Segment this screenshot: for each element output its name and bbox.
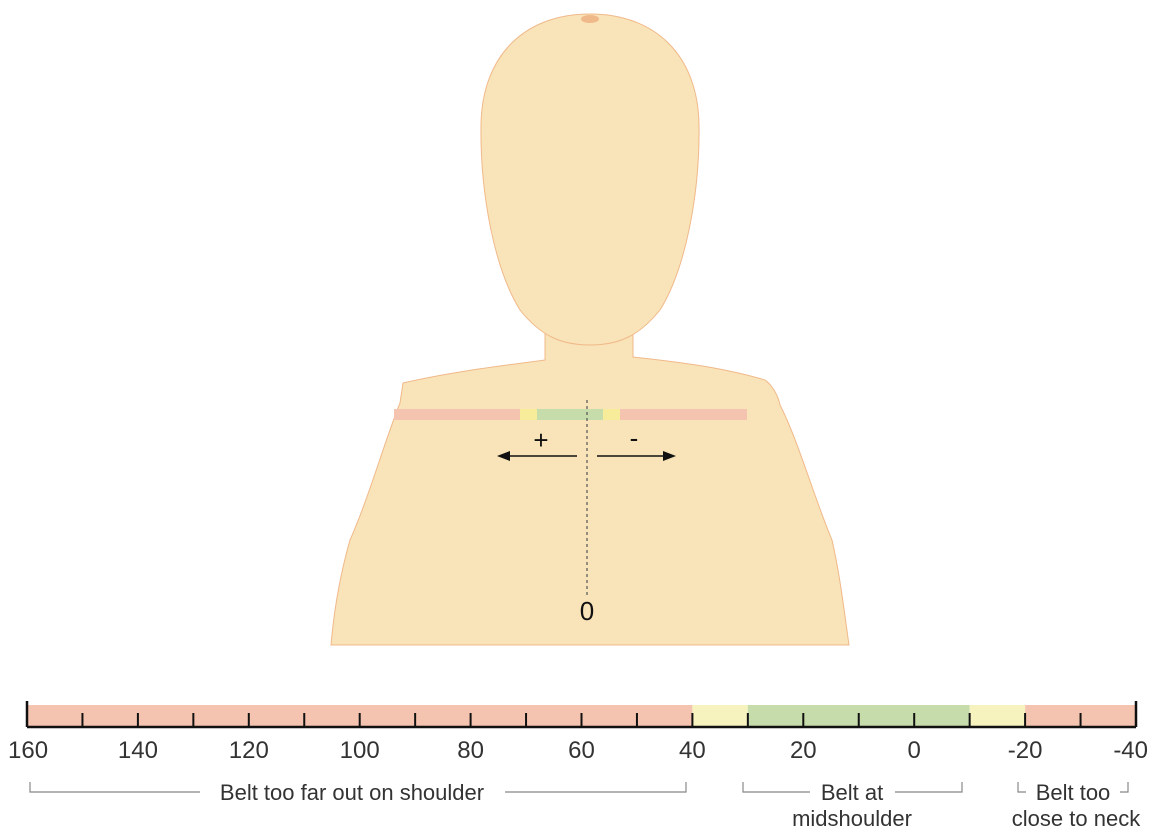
belt-zone-yellow-right xyxy=(603,409,620,420)
scale-tick-labels: 160 140 120 100 80 60 40 20 0 -20 -40 xyxy=(8,737,1148,764)
bracket-close-left xyxy=(1018,782,1026,792)
scale-tick-label: 20 xyxy=(790,737,817,764)
range-close: Belt too close to neck xyxy=(1012,780,1141,831)
bracket-close-right xyxy=(1120,782,1128,792)
scale-tick-label: 60 xyxy=(568,737,595,764)
belt-zone-yellow-left xyxy=(520,409,537,420)
scale-tick-label: 40 xyxy=(679,737,706,764)
bracket-mid-right xyxy=(895,782,962,792)
range-mid-label-line2: midshoulder xyxy=(792,806,912,831)
scale-tick-label: 100 xyxy=(340,737,380,764)
head-mark xyxy=(581,15,599,23)
scale-tick-label: 160 xyxy=(8,737,48,764)
scale-bar: 160 140 120 100 80 60 40 20 0 -20 -40 xyxy=(8,701,1148,764)
range-mid-label-line1: Belt at xyxy=(821,780,883,805)
minus-sign: - xyxy=(630,423,639,453)
plus-sign: + xyxy=(533,425,548,455)
scale-zone xyxy=(970,705,1025,727)
bracket-far-out-right xyxy=(505,782,686,792)
scale-tick-label: 140 xyxy=(118,737,158,764)
scale-ticks xyxy=(27,701,1136,727)
scale-tick-label: 80 xyxy=(457,737,484,764)
range-close-label-line1: Belt too xyxy=(1036,780,1111,805)
scale-zone xyxy=(692,705,747,727)
range-far-out: Belt too far out on shoulder xyxy=(30,780,686,805)
belt-zone-green xyxy=(537,409,603,420)
midline-zero-label: 0 xyxy=(580,596,594,626)
head-shape xyxy=(481,14,699,345)
belt-zone-red-right xyxy=(620,409,747,420)
scale-tick-label: -20 xyxy=(1008,737,1043,764)
bracket-mid-left xyxy=(743,782,810,792)
shoulder-belt-band xyxy=(394,409,747,420)
body-figure xyxy=(331,14,849,645)
range-mid: Belt at midshoulder xyxy=(743,780,962,831)
belt-zone-red-left xyxy=(394,409,520,420)
range-close-label-line2: close to neck xyxy=(1012,806,1141,831)
bracket-far-out-left xyxy=(30,782,200,792)
scale-tick-label: 120 xyxy=(229,737,269,764)
range-far-out-label: Belt too far out on shoulder xyxy=(220,780,484,805)
scale-tick-label: -40 xyxy=(1113,737,1148,764)
scale-tick-label: 0 xyxy=(908,737,921,764)
